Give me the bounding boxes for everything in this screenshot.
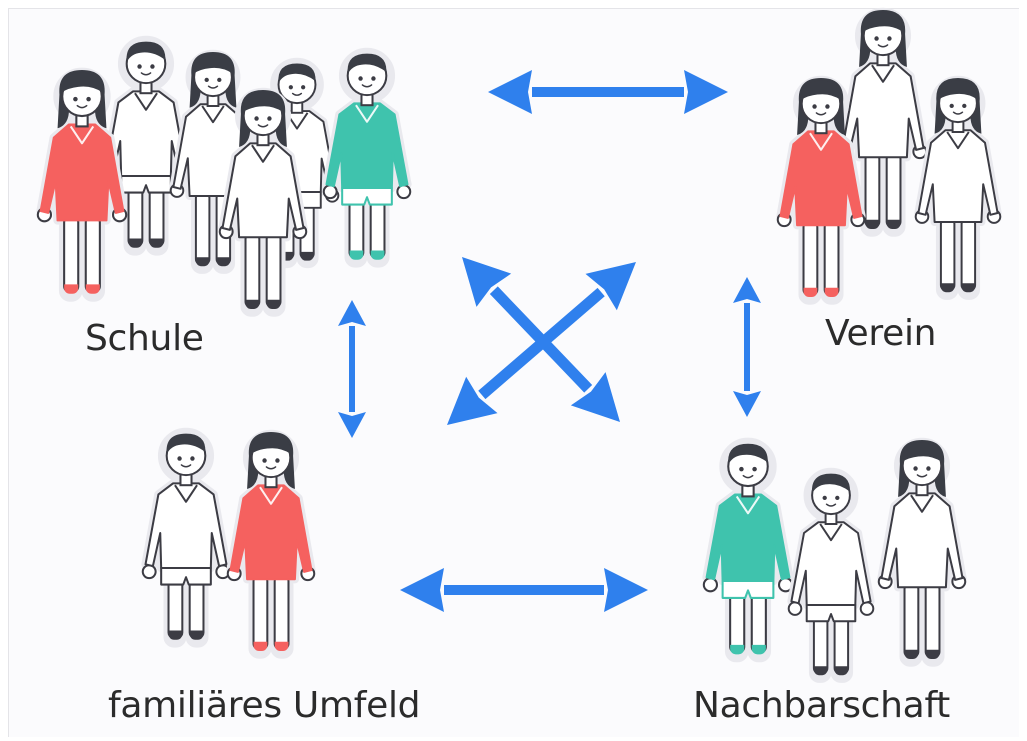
verein-person-white [838, 7, 928, 237]
nachbarschaft-person-white [877, 437, 967, 667]
schule-label: Schule [85, 318, 204, 359]
schule-person-red-outline [218, 87, 308, 317]
nachbarschaft-person-teal-outline [787, 467, 875, 683]
schule-familie-arrow [338, 300, 366, 438]
nachbarschaft-person-teal [702, 437, 794, 663]
schule-verein-arrow [488, 70, 728, 114]
verein-label: Verein [825, 313, 937, 354]
familie-person-red [226, 429, 316, 659]
schule-person-red [36, 67, 128, 302]
verein-person-red [776, 75, 866, 305]
verein-familie-arrow [447, 262, 636, 425]
schule-person-teal [322, 47, 412, 268]
familie-person-white [141, 427, 231, 648]
familie-label: familiäres Umfeld [108, 685, 421, 726]
nachbarschaft-label: Nachbarschaft [693, 685, 950, 726]
verein-person-red-outline [914, 75, 1002, 300]
familie-nachbarschaft-arrow [400, 568, 648, 612]
verein-nachbarschaft-arrow [733, 277, 761, 417]
schule-person-teal-outline [101, 35, 191, 256]
